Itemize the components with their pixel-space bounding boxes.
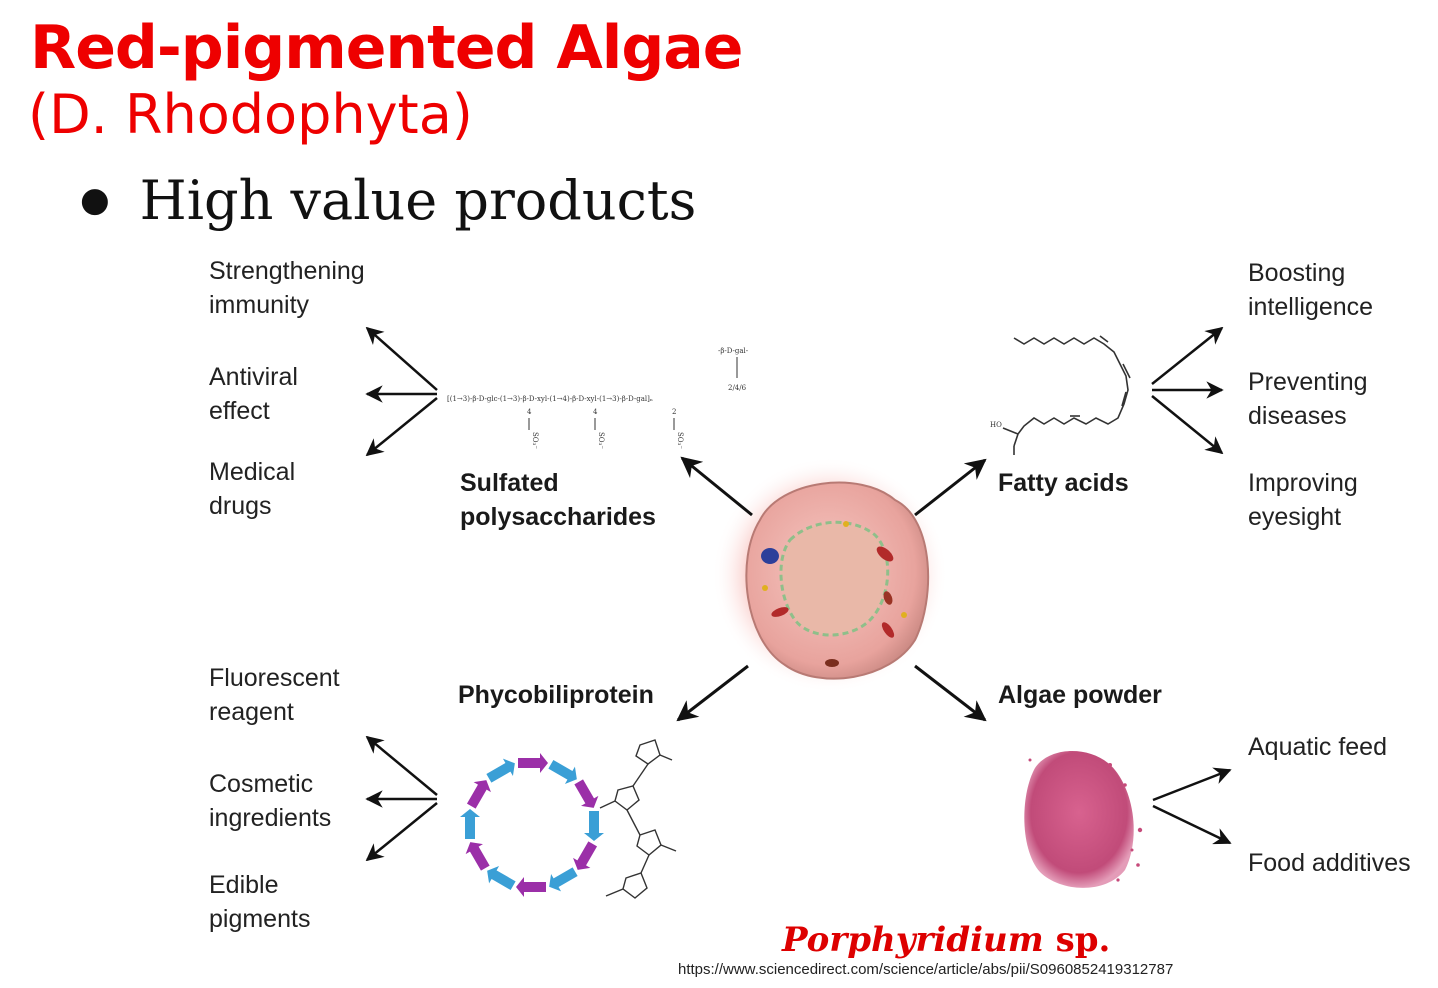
chem-so3-b: SO₃⁻ (597, 432, 605, 449)
slide-subtitle: (D. Rhodophyta) (28, 83, 473, 146)
chem-linkage-label: 2/4/6 (728, 384, 747, 392)
bullet-text: High value products (139, 168, 697, 232)
chem-so3-a: SO₃⁻ (531, 432, 539, 449)
ring-segment (573, 841, 598, 870)
ring-segment (487, 866, 516, 891)
chem-chain-label: [(1→3)-β-D-glc-(1→3)-β-D-xyl-(1→4)-β-D-x… (447, 395, 653, 403)
arrow-to-sulfated (680, 456, 753, 517)
arrow-to-phyco (676, 664, 749, 722)
use-strengthening-immunity: Strengthening immunity (209, 257, 365, 319)
ring-segment (460, 809, 480, 839)
algae-cell-image (712, 457, 948, 693)
category-sulfated-polysaccharides: Sulfated polysaccharides (460, 469, 656, 531)
algae-powder-image (1024, 750, 1143, 888)
arrow-to-powder (914, 664, 987, 722)
bullet-dot-icon: ● (80, 180, 110, 220)
use-medical-drugs: Medical drugs (209, 458, 296, 520)
category-fatty-acids: Fatty acids (998, 469, 1129, 497)
species-suffix: sp. (1055, 920, 1111, 960)
ring-segment (584, 811, 604, 841)
slide-title: Red-pigmented Algae (30, 13, 743, 83)
use-cosmetic-ingredients: Cosmetic ingredients (209, 770, 332, 832)
species-genus: Porphyridium (782, 920, 1044, 960)
phyco-use-arrows (365, 735, 438, 862)
use-boosting-intelligence: Boosting intelligence (1248, 259, 1374, 321)
use-preventing-diseases: Preventing diseases (1248, 368, 1368, 430)
chem-pos-4a: 4 (527, 408, 532, 416)
sulfated-use-arrows (365, 326, 438, 457)
ring-segment (486, 758, 515, 783)
chem-gal-label: -β-D-gal- (718, 347, 749, 355)
ring-segment (574, 779, 599, 808)
phycobiliprotein-ring (460, 753, 604, 897)
fatty-use-arrows (1151, 326, 1224, 455)
fatty-acid-structure: HO (990, 335, 1131, 455)
arrow-to-fatty (914, 458, 987, 517)
ring-segment (548, 759, 577, 784)
use-food-additives: Food additives (1248, 849, 1411, 877)
ring-segment (465, 842, 490, 871)
ring-segment (466, 780, 491, 809)
use-edible-pigments: Edible pigments (209, 871, 311, 933)
use-aquatic-feed: Aquatic feed (1248, 733, 1387, 761)
use-improving-eyesight: Improving eyesight (1248, 469, 1358, 531)
chromophore-structure (599, 739, 677, 899)
ring-segment (549, 867, 578, 892)
use-fluorescent-reagent: Fluorescent reagent (209, 664, 340, 726)
ring-segment (518, 753, 548, 773)
bullet-item: ● High value products (80, 165, 696, 235)
ring-segment (516, 877, 546, 897)
chem-ho-label: HO (990, 421, 1002, 429)
category-phycobiliprotein: Phycobiliprotein (458, 681, 654, 709)
species-name: Porphyridium sp. (782, 918, 1110, 962)
use-antiviral-effect: Antiviral effect (209, 363, 298, 425)
chem-pos-2: 2 (672, 408, 676, 416)
category-algae-powder: Algae powder (998, 681, 1162, 709)
polysaccharide-structure: -β-D-gal- 2/4/6 [(1→3)-β-D-glc-(1→3)-β-D… (447, 347, 749, 449)
powder-use-arrows (1152, 767, 1232, 845)
chem-pos-4b: 4 (593, 408, 598, 416)
chem-so3-c: SO₃⁻ (676, 432, 684, 449)
source-citation: https://www.sciencedirect.com/science/ar… (678, 961, 1174, 978)
